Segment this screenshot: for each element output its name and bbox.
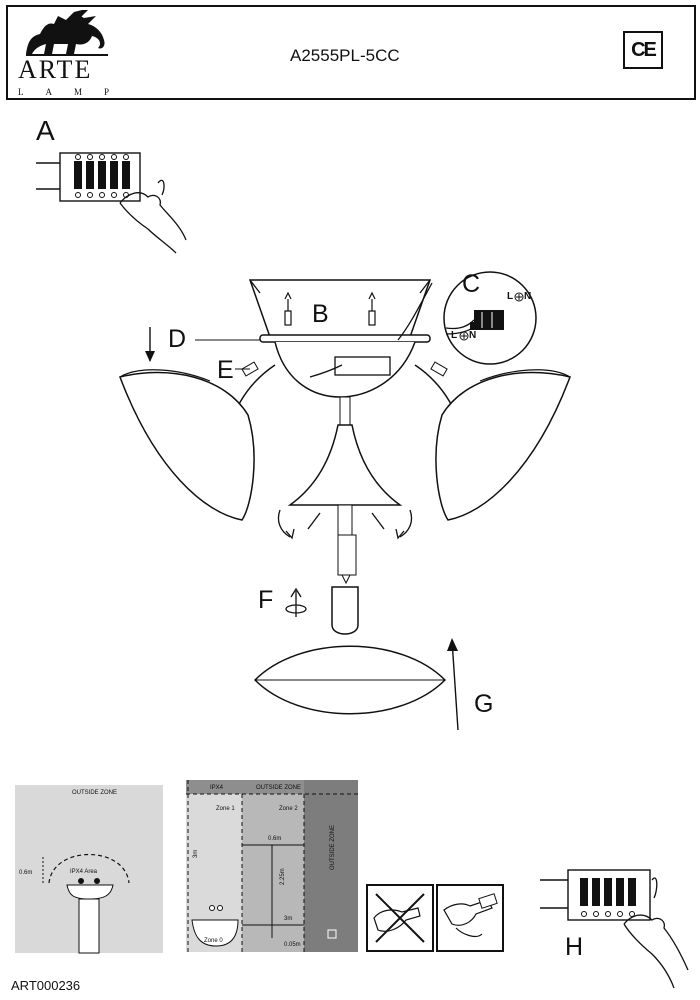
terminal-label-n-top: N — [524, 291, 532, 302]
zone-diagram-bathtub — [186, 780, 358, 952]
fixture-illustration — [118, 279, 572, 731]
terminal-block-illustration-a — [36, 152, 187, 254]
left-distance-label: 0.6m — [19, 870, 33, 876]
brand-lion-logo — [26, 10, 108, 56]
left-ipx4-area-label: IPX4 Area — [70, 869, 98, 875]
right-ipx4-label: IPX4 — [210, 785, 224, 791]
right-outside-zone-side-label: OUTSIDE ZONE — [330, 824, 336, 870]
ce-mark: CE — [623, 31, 663, 69]
dim-06m-label: 0.6m — [268, 836, 282, 842]
step-e-label: E — [217, 356, 234, 384]
zone0-label: Zone 0 — [204, 938, 223, 944]
wiring-detail-c — [443, 271, 537, 365]
brand-sub: LAMP — [18, 87, 132, 97]
article-code: ART000236 — [11, 978, 81, 993]
step-a-label: A — [36, 115, 55, 146]
step-d-label: D — [168, 325, 187, 353]
zone1-label: Zone 1 — [216, 806, 235, 812]
terminal-block-illustration-h — [540, 869, 689, 989]
gloved-hand-icon — [436, 884, 504, 952]
step-f-label: F — [258, 586, 274, 614]
zone-diagram-washbasin — [15, 785, 163, 954]
terminal-label-n-bottom: N — [469, 330, 477, 341]
step-g-label: G — [474, 690, 494, 718]
header-frame — [6, 5, 696, 100]
brand-name: ARTE — [18, 55, 93, 84]
terminal-label-l-top: L — [507, 291, 514, 302]
step-h-label: H — [565, 933, 584, 961]
no-bare-hand-icon — [366, 884, 434, 952]
step-b-label: B — [312, 300, 329, 328]
dim-3m-horizontal-label: 3m — [284, 916, 293, 922]
ground-icon — [514, 292, 524, 302]
ground-icon-bottom — [459, 331, 469, 341]
terminal-label-l-bottom: L — [451, 330, 458, 341]
dim-225m-label: 2.25m — [280, 868, 286, 885]
step-c-label: C — [462, 270, 481, 298]
zone2-label: Zone 2 — [279, 806, 298, 812]
left-outside-zone-label: OUTSIDE ZONE — [72, 790, 118, 796]
right-outside-zone-top-label: OUTSIDE ZONE — [256, 785, 302, 791]
dim-005m-label: 0.05m — [284, 942, 301, 948]
model-number: A2555PL-5CC — [290, 46, 400, 65]
dim-3m-vertical-label: 3m — [193, 849, 199, 858]
